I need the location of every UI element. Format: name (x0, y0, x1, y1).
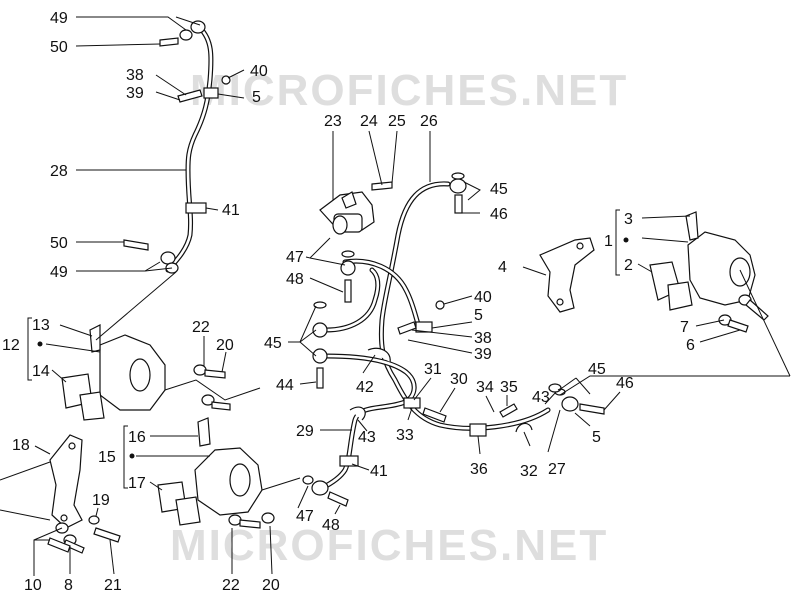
label-28: 28 (50, 163, 68, 180)
label-38: 38 (474, 330, 492, 347)
label-13: 13 (32, 317, 50, 334)
label-12: 12 (2, 337, 20, 354)
label-5: 5 (474, 307, 483, 324)
label-27: 27 (548, 461, 566, 478)
label-17: 17 (128, 475, 146, 492)
label-18: 18 (12, 437, 30, 454)
label-34: 34 (476, 379, 494, 396)
label-22: 22 (192, 319, 210, 336)
label-42: 42 (356, 379, 374, 396)
label-49: 49 (50, 10, 68, 27)
label-16: 16 (128, 429, 146, 446)
label-20: 20 (262, 577, 280, 594)
label-41: 41 (222, 202, 240, 219)
label-44: 44 (276, 377, 294, 394)
label-6: 6 (686, 337, 695, 354)
label-47: 47 (296, 508, 314, 525)
master-cylinder-23 (319, 181, 393, 235)
label-2: 2 (624, 257, 633, 274)
watermark-top: MICROFICHES.NET (190, 66, 628, 115)
bracket-18 (47, 434, 121, 554)
label-21: 21 (104, 577, 122, 594)
label-36: 36 (470, 461, 488, 478)
label-26: 26 (420, 113, 438, 130)
label-22: 22 (222, 577, 240, 594)
label-8: 8 (64, 577, 73, 594)
label-15: 15 (98, 449, 116, 466)
label-24: 24 (360, 113, 378, 130)
label-46: 46 (616, 375, 634, 392)
label-39: 39 (126, 85, 144, 102)
brake-hose-28 (123, 20, 231, 274)
label-45: 45 (588, 361, 606, 378)
label-47: 47 (286, 249, 304, 266)
label-4: 4 (498, 259, 507, 276)
label-38: 38 (126, 67, 144, 84)
label-32: 32 (520, 463, 538, 480)
label-23: 23 (324, 113, 342, 130)
label-43: 43 (532, 389, 550, 406)
label-7: 7 (680, 319, 689, 336)
label-14: 14 (32, 363, 50, 380)
caliper-1 (649, 211, 769, 333)
label-35: 35 (500, 379, 518, 396)
caliper-12 (61, 324, 231, 421)
label-10: 10 (24, 577, 42, 594)
label-49: 49 (50, 264, 68, 281)
bracket-4 (539, 237, 595, 313)
label-5: 5 (592, 429, 601, 446)
label-41: 41 (370, 463, 388, 480)
label-45: 45 (264, 335, 282, 352)
watermark-bottom: MICROFICHES.NET (170, 521, 608, 570)
leader-lines (0, 16, 791, 576)
label-43: 43 (358, 429, 376, 446)
label-45: 45 (490, 181, 508, 198)
label-39: 39 (474, 346, 492, 363)
label-1: 1 (604, 233, 613, 250)
label-33: 33 (396, 427, 414, 444)
label-48: 48 (286, 271, 304, 288)
brake-pipes (302, 172, 605, 507)
label-50: 50 (50, 235, 68, 252)
label-5: 5 (252, 89, 261, 106)
group-markers (27, 209, 629, 489)
label-29: 29 (296, 423, 314, 440)
label-25: 25 (388, 113, 406, 130)
label-40: 40 (250, 63, 268, 80)
part-labels: 49 50 38 39 40 5 28 41 50 49 23 24 25 26… (2, 10, 695, 594)
label-40: 40 (474, 289, 492, 306)
label-50: 50 (50, 39, 68, 56)
caliper-15 (157, 417, 275, 529)
label-30: 30 (450, 371, 468, 388)
label-46: 46 (490, 206, 508, 223)
label-48: 48 (322, 517, 340, 534)
label-3: 3 (624, 211, 633, 228)
label-31: 31 (424, 361, 442, 378)
label-20: 20 (216, 337, 234, 354)
label-19: 19 (92, 492, 110, 509)
